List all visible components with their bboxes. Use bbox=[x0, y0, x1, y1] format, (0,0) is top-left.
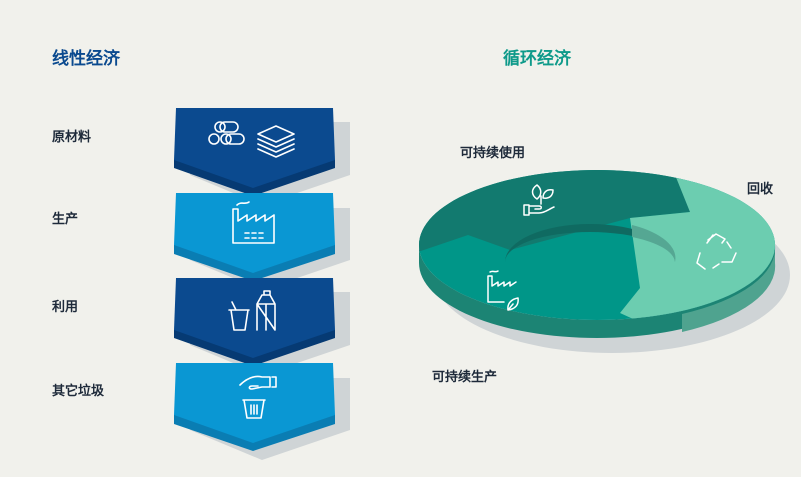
trash-disposal-icon bbox=[239, 375, 277, 419]
chevron-production bbox=[174, 193, 350, 290]
ring-side-right bbox=[682, 245, 776, 332]
step-label-raw-materials: 原材料 bbox=[52, 130, 92, 145]
cup-and-carton-icon bbox=[228, 290, 276, 331]
plant-in-hand-icon bbox=[523, 184, 555, 216]
chevron-raw-materials bbox=[174, 108, 350, 205]
segment-label-sustainable-use: 可持续使用 bbox=[460, 146, 526, 161]
step-label-use: 利用 bbox=[52, 300, 79, 315]
circular-ring bbox=[419, 170, 790, 353]
step-label-waste: 其它垃圾 bbox=[52, 384, 105, 399]
eco-factory-icon bbox=[487, 270, 519, 311]
factory-icon bbox=[232, 201, 275, 244]
segment-label-sustainable-production: 可持续生产 bbox=[432, 370, 498, 385]
raw-materials-icon bbox=[208, 121, 295, 158]
linear-economy-title: 线性经济 bbox=[52, 49, 120, 69]
step-label-production: 生产 bbox=[52, 212, 79, 227]
chevron-waste bbox=[174, 363, 350, 460]
recycle-icon bbox=[696, 233, 737, 270]
ring-inner-wall-right bbox=[632, 225, 676, 262]
chevron-use bbox=[174, 278, 350, 375]
segment-label-recycle: 回收 bbox=[747, 182, 774, 197]
circular-economy-title: 循环经济 bbox=[503, 49, 571, 69]
linear-chevrons bbox=[174, 108, 350, 460]
